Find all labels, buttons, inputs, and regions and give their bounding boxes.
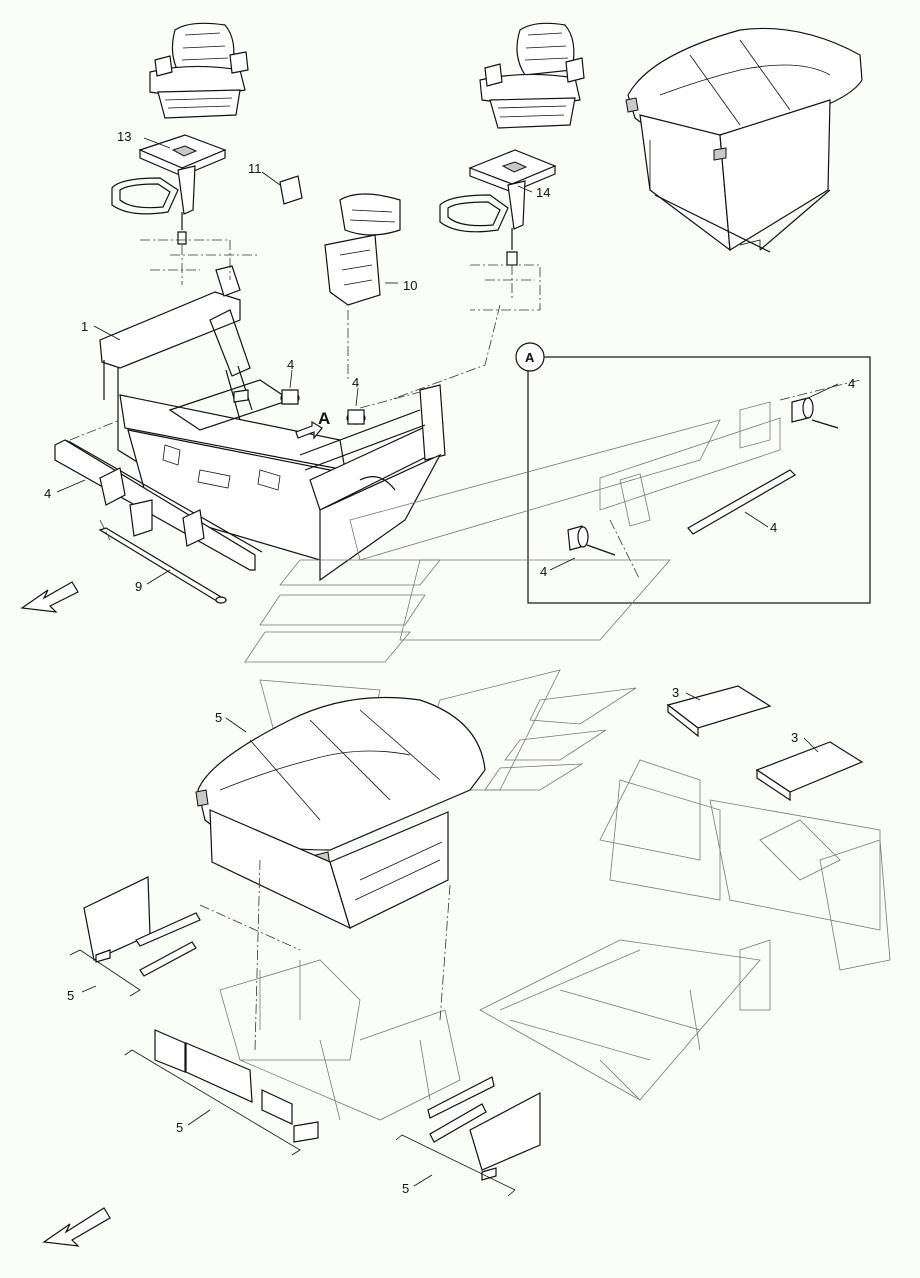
detail-mount-top[interactable] xyxy=(791,397,839,429)
callout-4-beam: 4 xyxy=(44,486,51,501)
callout-1: 1 xyxy=(81,319,88,334)
callout-5-left: 5 xyxy=(67,988,74,1003)
seat-shell-5[interactable] xyxy=(195,696,486,930)
side-panel-right[interactable] xyxy=(427,1076,541,1181)
part-11-plate[interactable] xyxy=(261,171,303,205)
group-bracket xyxy=(124,1049,301,1156)
callout-9: 9 xyxy=(135,579,142,594)
part-4-cross-beam[interactable] xyxy=(54,439,263,571)
centerline xyxy=(140,239,260,280)
centerline xyxy=(69,419,121,541)
callout-14: 14 xyxy=(536,185,550,200)
callout-3-upper: 3 xyxy=(672,685,679,700)
callout-4-mount-left: 4 xyxy=(287,357,294,372)
callout-13: 13 xyxy=(117,129,131,144)
group-bracket xyxy=(395,1134,516,1197)
detail-bracket-bar[interactable] xyxy=(687,469,796,535)
centerline xyxy=(359,304,501,409)
rubber-mount-right[interactable] xyxy=(346,409,366,425)
detail-circle-label: A xyxy=(525,350,535,365)
direction-arrow-icon xyxy=(42,1207,111,1247)
group-bracket xyxy=(69,949,141,997)
seat-base-cover-top[interactable] xyxy=(625,27,863,253)
side-panel-left[interactable] xyxy=(83,876,201,977)
callout-4-detail-bottom: 4 xyxy=(540,564,547,579)
detail-mount-bottom[interactable] xyxy=(567,525,616,556)
panel-3-upper[interactable] xyxy=(666,685,772,738)
view-arrow-a xyxy=(295,420,323,440)
callout-11: 11 xyxy=(248,161,262,176)
seat-assembly-14[interactable] xyxy=(439,22,585,300)
lower-frame[interactable] xyxy=(219,959,461,1143)
callout-4-detail-bar: 4 xyxy=(770,520,777,535)
front-panel-lower[interactable] xyxy=(154,1029,293,1125)
centerline xyxy=(470,264,541,311)
callout-4-detail-top: 4 xyxy=(848,376,855,391)
callout-3-lower: 3 xyxy=(791,730,798,745)
seat-frame-1[interactable] xyxy=(99,265,446,582)
panel-3-lower[interactable] xyxy=(755,741,864,802)
view-arrow-label: A xyxy=(318,409,330,428)
callout-5-front: 5 xyxy=(176,1120,183,1135)
leader-lines xyxy=(56,137,839,1187)
chassis-ghost xyxy=(479,759,891,1101)
callout-10: 10 xyxy=(403,278,417,293)
callout-5-shell: 5 xyxy=(215,710,222,725)
detail-view-a xyxy=(515,342,871,604)
direction-arrow-icon xyxy=(20,581,79,613)
rubber-mount-left[interactable] xyxy=(280,389,300,405)
callout-4-mount-right: 4 xyxy=(352,375,359,390)
centerline xyxy=(199,859,451,1051)
callout-5-bottom: 5 xyxy=(402,1181,409,1196)
part-10-console[interactable] xyxy=(324,193,401,380)
seat-assembly-13[interactable] xyxy=(111,22,249,285)
